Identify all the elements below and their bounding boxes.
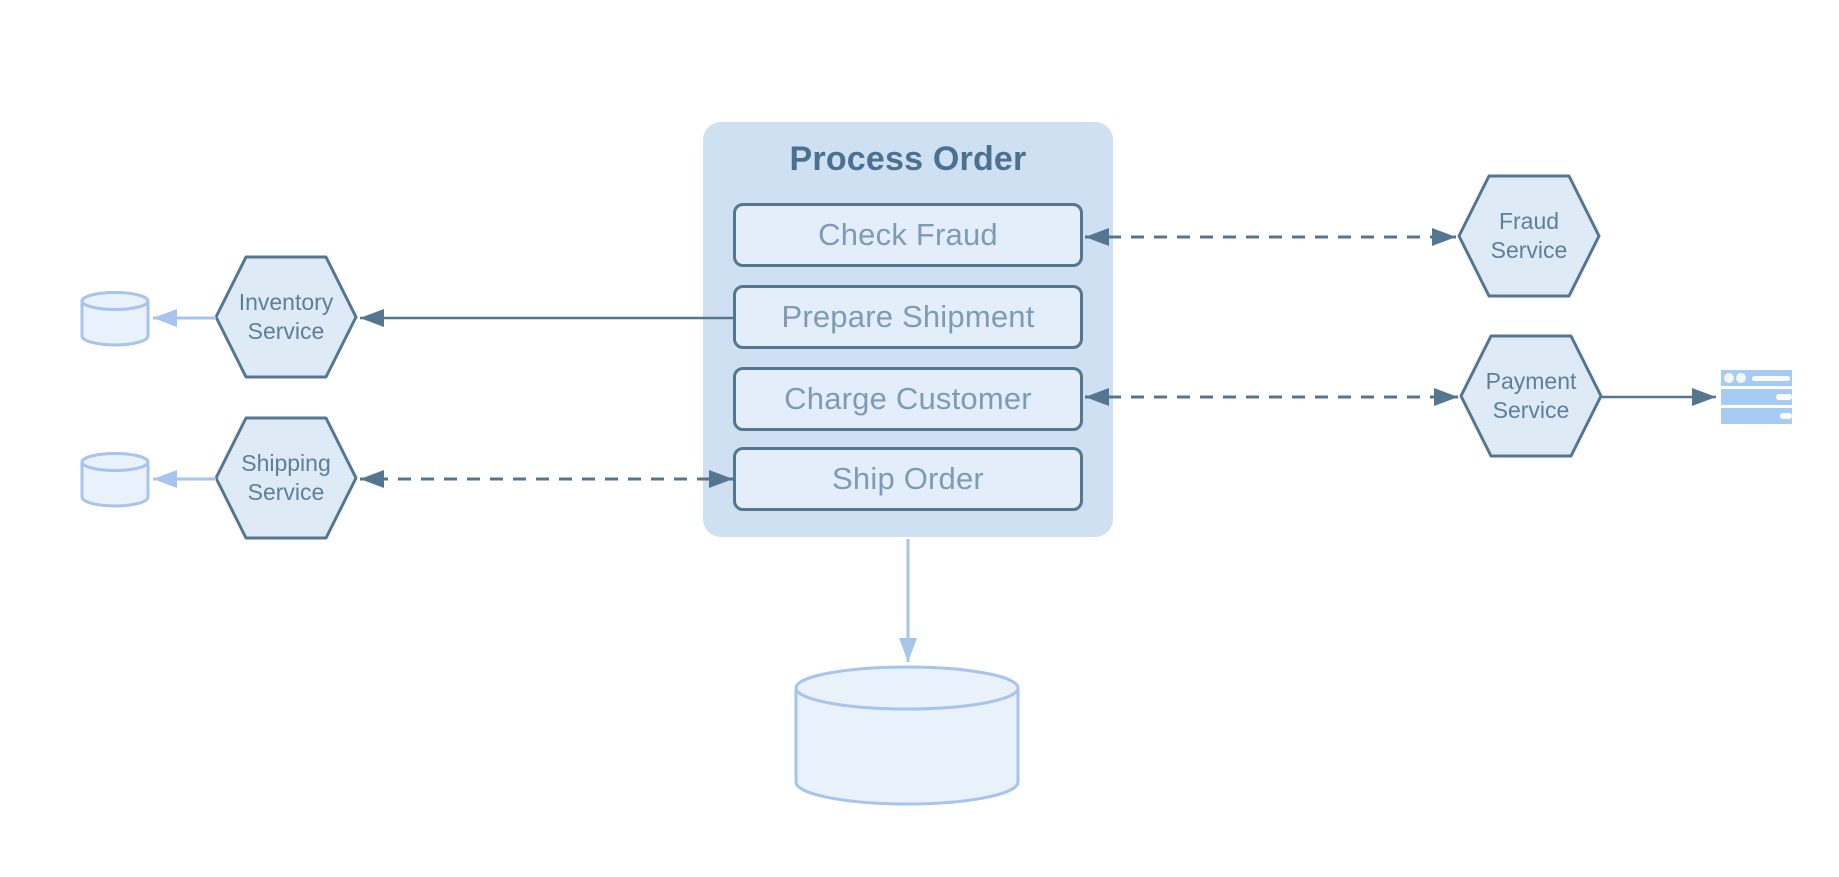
gateway-dot [1736, 373, 1746, 383]
gateway-row-bar [1721, 408, 1792, 424]
gateway-row-bar [1721, 389, 1792, 405]
fraud-service-node: Fraud Service [1457, 174, 1601, 298]
hexagon-shape [1457, 174, 1601, 298]
gateway-line [1776, 394, 1792, 400]
gateway-line [1752, 376, 1790, 381]
step-check-fraud: Check Fraud [733, 203, 1083, 267]
hexagon-shape [214, 255, 358, 379]
fraud-service-label: Fraud Service [1490, 208, 1568, 263]
shipping-service-label: Shipping Service [241, 450, 331, 505]
process-order-title: Process Order [789, 140, 1027, 178]
step-prepare-shipment-label: Prepare Shipment [781, 299, 1035, 334]
payment-gateway-icon [1721, 370, 1792, 424]
step-charge-customer-label: Charge Customer [784, 381, 1032, 416]
inventory-service-node: Inventory Service [214, 255, 358, 379]
orders-database-icon [794, 664, 1020, 815]
step-ship-order-label: Ship Order [832, 461, 984, 496]
payment-service-label: Payment Service [1485, 368, 1577, 423]
step-charge-customer: Charge Customer [733, 367, 1083, 431]
gateway-dot [1724, 373, 1734, 383]
step-check-fraud-label: Check Fraud [818, 217, 998, 252]
step-ship-order: Ship Order [733, 447, 1083, 511]
payment-service-node: Payment Service [1459, 334, 1603, 458]
hexagon-shape [214, 416, 358, 540]
gateway-header-bar [1721, 370, 1792, 386]
inventory-database-icon [80, 290, 150, 353]
step-prepare-shipment: Prepare Shipment [733, 285, 1083, 349]
shipping-database-icon [80, 451, 150, 514]
process-order-group: Process Order Check Fraud Prepare Shipme… [703, 122, 1113, 537]
inventory-service-label: Inventory Service [238, 289, 334, 344]
shipping-service-node: Shipping Service [214, 416, 358, 540]
gateway-line [1780, 413, 1792, 419]
